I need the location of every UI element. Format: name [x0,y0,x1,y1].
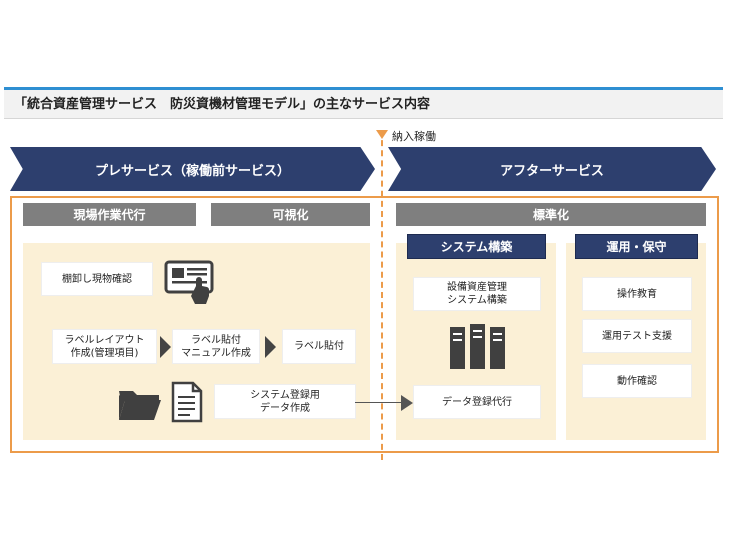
delivery-divider [381,130,383,460]
server-icon [449,324,506,370]
data-registration-text: データ登録代行 [442,396,512,408]
operation-header: 運用・保守 [575,234,698,259]
system-data-line1: システム登録用 [250,389,320,401]
flow-connector [355,402,402,403]
inventory-check-box: 棚卸し現物確認 [42,263,152,295]
inventory-check-text: 棚卸し現物確認 [62,273,132,285]
label-layout-line1: ラベルレイアウト [64,334,145,346]
onsite-work-header: 現場作業代行 [23,203,196,226]
operation-item-test-support: 運用テスト支援 [583,320,691,352]
label-layout-line2: 作成(管理項目) [70,347,139,359]
label-apply-box: ラベル貼付 [283,330,355,363]
document-icon [170,380,204,424]
equipment-system-box: 設備資産管理 システム構築 [414,278,540,310]
page-title: 「統合資産管理サービス 防災資機材管理モデル」の主なサービス内容 [4,87,723,119]
pre-service-chevron: プレサービス（稼働前サービス） [10,147,375,191]
pre-service-label: プレサービス（稼働前サービス） [94,163,290,179]
flow-arrow-icon [160,336,171,358]
after-service-chevron: アフターサービス [388,147,716,191]
visualize-header: 可視化 [211,203,370,226]
label-manual-box: ラベル貼付 マニュアル作成 [173,330,259,363]
touch-screen-icon [163,258,218,306]
folder-icon [117,385,162,421]
operation-item-text: 動作確認 [617,375,657,387]
label-layout-box: ラベルレイアウト 作成(管理項目) [53,330,156,363]
system-build-header: システム構築 [407,234,546,259]
data-registration-box: データ登録代行 [414,386,540,418]
label-apply-text: ラベル貼付 [294,341,344,352]
service-frame [10,196,719,453]
operation-item-text: 操作教育 [617,288,657,300]
operation-item-verification: 動作確認 [583,365,691,397]
equipment-system-line2: システム構築 [447,295,507,306]
after-service-label: アフターサービス [500,163,604,179]
delivery-label: 納入稼働 [392,130,436,143]
equipment-system-line1: 設備資産管理 [447,282,507,293]
flow-arrow-icon [401,395,413,411]
standardization-header: 標準化 [396,203,706,226]
label-manual-line1: ラベル貼付 [190,334,241,346]
operation-item-training: 操作教育 [583,278,691,310]
system-data-line2: データ作成 [259,402,310,414]
system-data-box: システム登録用 データ作成 [215,385,355,418]
operation-item-text: 運用テスト支援 [602,330,672,342]
flow-arrow-icon [265,336,276,358]
label-manual-line2: マニュアル作成 [181,347,251,359]
